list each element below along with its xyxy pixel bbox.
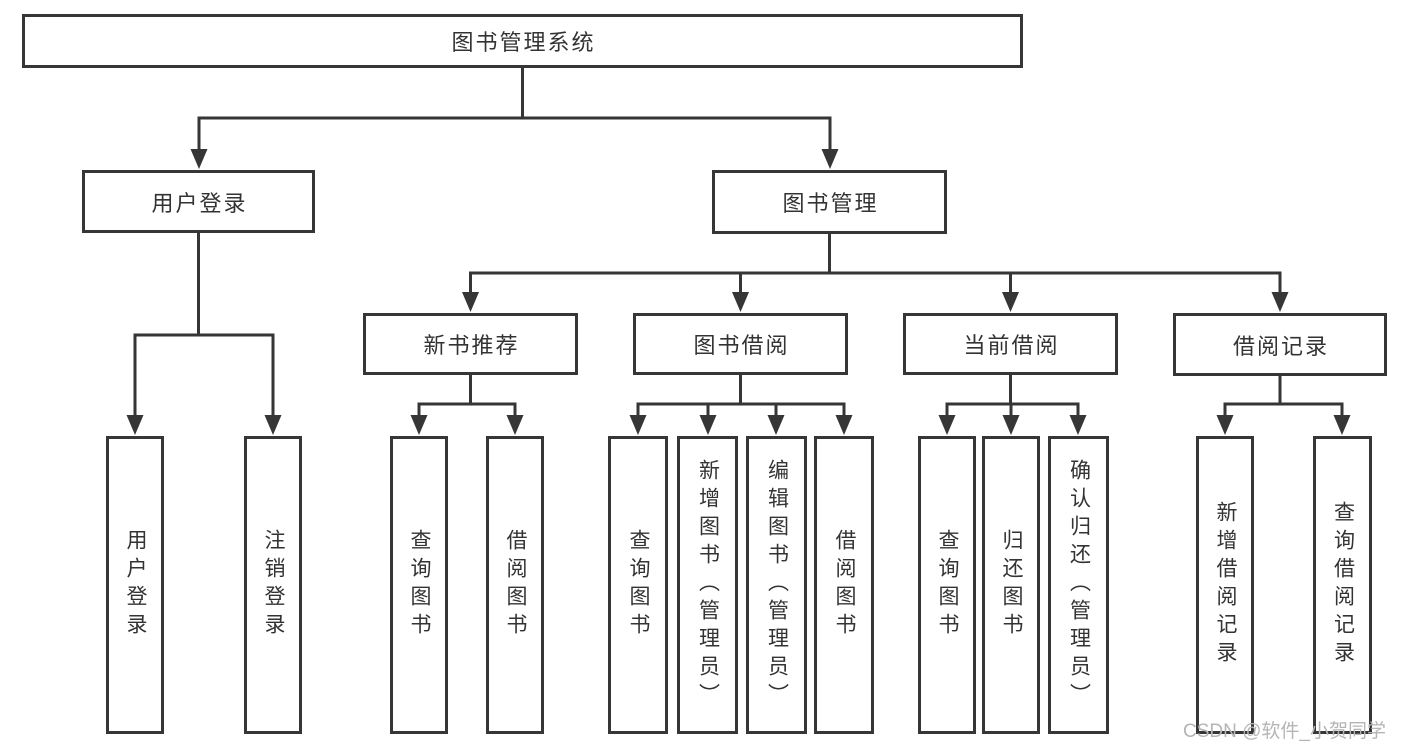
branch-current-borrowing-connector [938, 375, 1087, 435]
arrowhead [699, 415, 717, 435]
arrowhead [506, 415, 524, 435]
node-label: 新增图书（管理员） [696, 459, 720, 711]
branch-user-login-connector [126, 233, 282, 435]
arrowhead [938, 415, 956, 435]
node-label: 借阅图书 [504, 529, 527, 641]
node-label: 新增借阅记录 [1214, 501, 1237, 669]
arrowhead [1333, 415, 1351, 435]
arrowhead [1002, 415, 1020, 435]
node-label: 当前借阅 [963, 333, 1060, 358]
connector-line [1223, 376, 1344, 416]
node-label: 用户登录 [124, 529, 147, 641]
node-user-login-group: 用户登录 [82, 170, 315, 233]
node-label: 用户登录 [151, 190, 248, 216]
leaf-query-borrow-record: 查询借阅记录 [1313, 436, 1372, 734]
node-label: 注销登录 [262, 529, 285, 641]
node-label: 图书管理 [782, 191, 879, 216]
leaf-add-borrow-record: 新增借阅记录 [1196, 436, 1254, 734]
connector-line [133, 233, 275, 416]
branch-book-borrowing-connector [629, 375, 853, 435]
leaf-logout: 注销登录 [244, 436, 302, 734]
leaf-confirm-return-admin: 确认归还（管理员） [1048, 436, 1109, 734]
connector-line [417, 375, 517, 416]
leaf-query-books-recommend: 查询图书 [390, 436, 448, 734]
node-label: 查询借阅记录 [1331, 501, 1355, 669]
arrowhead [732, 292, 749, 312]
node-label: 查询图书 [408, 529, 431, 641]
leaf-add-books-admin: 新增图书（管理员） [677, 436, 738, 734]
node-label: 查询图书 [627, 529, 650, 641]
node-label: 编辑图书（管理员） [765, 459, 789, 711]
node-label: 图书借阅 [693, 333, 790, 358]
node-book-management: 图书管理 [712, 170, 947, 234]
leaf-return-books: 归还图书 [982, 436, 1040, 734]
arrowhead [1069, 415, 1087, 435]
node-library-system: 图书管理系统 [22, 14, 1023, 68]
connector-line [636, 375, 846, 416]
connector-line [945, 375, 1080, 416]
arrowhead [126, 415, 144, 435]
connector-line [197, 68, 832, 152]
arrowhead [264, 415, 282, 435]
leaf-query-books-current: 查询图书 [918, 436, 976, 734]
arrowhead [1002, 292, 1019, 312]
arrowhead [410, 415, 428, 435]
arrowhead [629, 415, 647, 435]
node-label: 借阅记录 [1232, 333, 1329, 359]
node-new-book-recommend: 新书推荐 [363, 313, 578, 375]
node-current-borrowing: 当前借阅 [903, 313, 1118, 375]
node-label: 借阅图书 [833, 529, 856, 641]
node-label: 确认归还（管理员） [1067, 459, 1091, 711]
csdn-watermark: CSDN @软件_小贺同学 [1183, 721, 1386, 742]
node-book-borrowing: 图书借阅 [633, 313, 848, 375]
branch-book-management-connector [462, 234, 1289, 312]
branch-new-book-recommend-connector [410, 375, 524, 435]
arrowhead [1271, 292, 1289, 312]
branch-borrowing-records-connector [1216, 376, 1351, 435]
leaf-borrow-books: 借阅图书 [814, 436, 874, 734]
arrowhead [835, 415, 853, 435]
leaf-user-login: 用户登录 [106, 436, 164, 734]
node-borrowing-records: 借阅记录 [1173, 313, 1387, 376]
arrowhead [767, 415, 785, 435]
leaf-edit-books-admin: 编辑图书（管理员） [746, 436, 807, 734]
connector-line [469, 234, 1282, 294]
node-label: 归还图书 [1000, 529, 1023, 641]
node-label: 查询图书 [936, 529, 959, 641]
node-label: 图书管理系统 [451, 30, 596, 55]
arrowhead [821, 149, 839, 169]
leaf-query-books-borrowing: 查询图书 [608, 436, 668, 734]
arrowhead [1216, 415, 1234, 435]
branch-root-connector [190, 68, 839, 169]
arrowhead [462, 292, 479, 312]
node-label: 新书推荐 [423, 333, 520, 358]
arrowhead [190, 149, 208, 169]
leaf-borrow-books-recommend: 借阅图书 [486, 436, 544, 734]
